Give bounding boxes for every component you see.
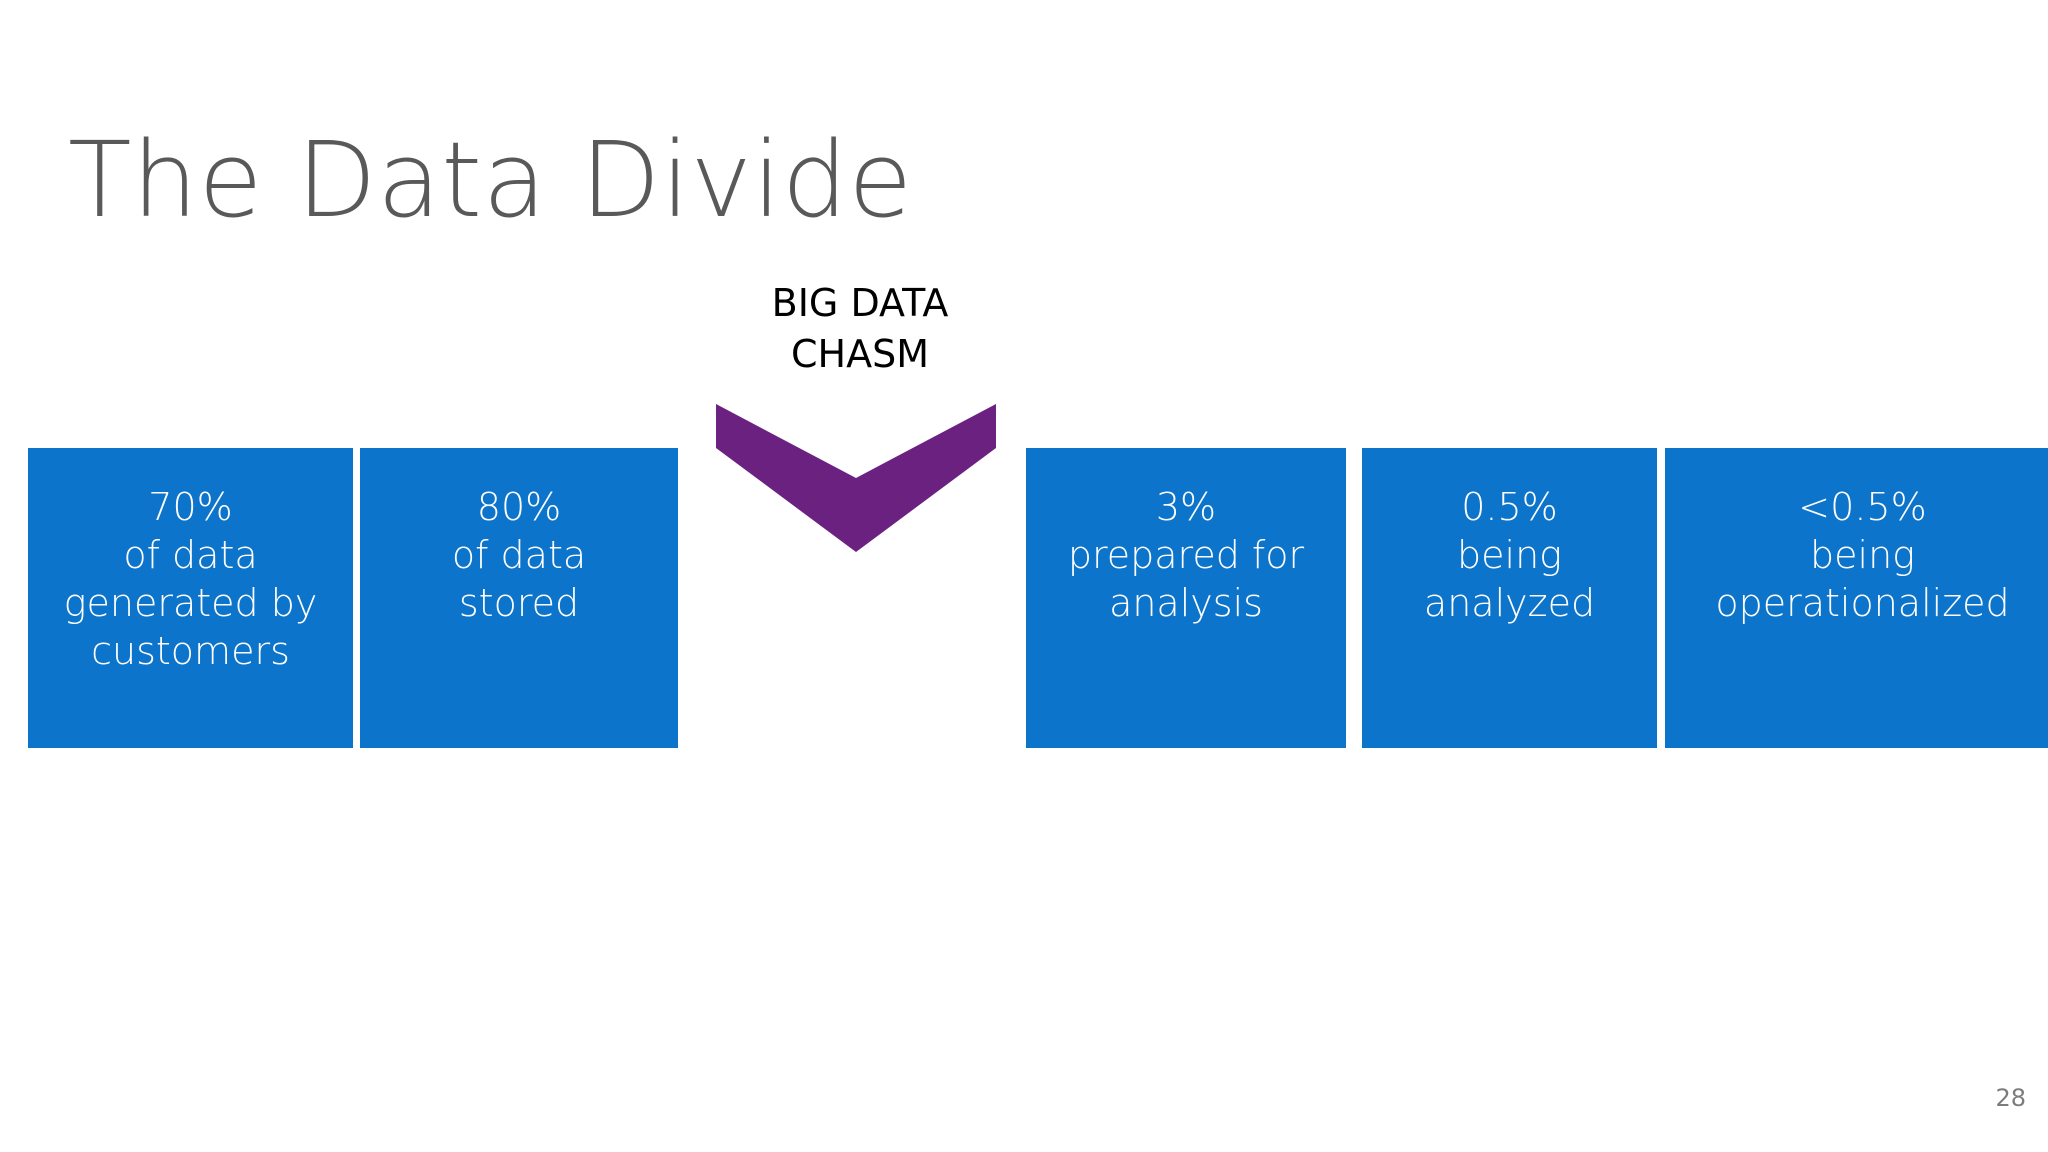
stat-caption-line: analyzed — [1423, 580, 1596, 625]
stat-value: 3% — [1155, 485, 1217, 529]
stat-box-stored: 80% of data stored — [360, 448, 678, 748]
stat-value: <0.5% — [1798, 485, 1927, 529]
stat-caption-line: stored — [458, 580, 580, 625]
slide-page-number: 28 — [1995, 1084, 2026, 1112]
chasm-label-line-2: CHASM — [790, 331, 929, 376]
stat-value: 80% — [476, 485, 562, 529]
chevron-down-icon — [716, 404, 996, 552]
stat-caption-line: being — [1457, 532, 1562, 577]
chasm-label-line-1: BIG DATA — [771, 281, 949, 325]
stat-caption-line: being — [1810, 532, 1915, 577]
stat-caption-line: analysis — [1109, 580, 1263, 625]
stat-caption-line: generated by — [63, 580, 318, 625]
stat-caption-line: prepared for — [1067, 532, 1305, 577]
stat-caption-line: of data — [451, 532, 587, 577]
stat-caption-line: operationalized — [1715, 580, 2010, 625]
stat-caption-line: of data — [123, 532, 258, 577]
stat-box-being-analyzed: 0.5% being analyzed — [1362, 448, 1657, 748]
stat-box-generated-by-customers: 70% of data generated by customers — [28, 448, 353, 748]
stat-caption-line: customers — [91, 628, 290, 673]
page-title: The Data Divide — [68, 118, 913, 241]
stat-box-being-operationalized: <0.5% being operationalized — [1665, 448, 2048, 748]
stat-box-prepared-for-analysis: 3% prepared for analysis — [1026, 448, 1346, 748]
stat-value: 70% — [148, 485, 233, 529]
big-data-chasm-label: BIG DATA CHASM — [700, 278, 1020, 380]
stat-value: 0.5% — [1461, 485, 1558, 529]
